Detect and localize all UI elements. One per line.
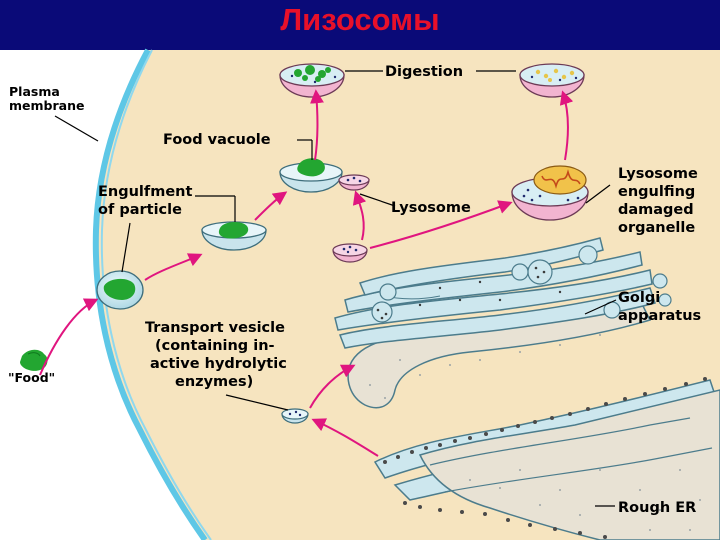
label-lysosome-engulfing: Lysosome engulfing damaged organelle xyxy=(618,166,698,236)
digestion-vacuole xyxy=(279,63,345,98)
svg-text:(containing in-: (containing in- xyxy=(155,338,275,354)
svg-text:engulfing: engulfing xyxy=(618,184,695,200)
svg-text:of particle: of particle xyxy=(98,202,182,218)
label-rough-er: Rough ER xyxy=(618,500,696,516)
lysosome xyxy=(332,243,368,263)
golgi-apparatus xyxy=(334,237,672,409)
label-food: "Food" xyxy=(8,370,55,385)
digestion-organelle-vacuole xyxy=(519,63,585,98)
svg-text:Plasma: Plasma xyxy=(9,84,60,99)
label-leaders xyxy=(54,70,617,507)
lysosome-small-fusing xyxy=(338,174,370,191)
label-golgi: Golgi apparatus xyxy=(618,290,701,324)
svg-text:Transport vesicle: Transport vesicle xyxy=(145,320,285,336)
food-particle xyxy=(20,349,48,371)
engulfment-vesicle xyxy=(96,270,144,310)
svg-text:Golgi: Golgi xyxy=(618,290,660,306)
svg-text:enzymes): enzymes) xyxy=(175,374,253,390)
label-transport-vesicle: Transport vesicle (containing in- active… xyxy=(145,320,287,390)
plasma-membrane xyxy=(92,48,208,540)
lysosome-engulfing-organelle xyxy=(511,165,589,221)
rough-er xyxy=(373,377,720,540)
svg-text:Lysosome: Lysosome xyxy=(618,166,698,182)
food-vacuole xyxy=(279,158,343,193)
pathway-arrows xyxy=(39,89,574,457)
label-plasma-membrane: Plasma membrane xyxy=(9,84,84,113)
label-engulfment: Engulfment of particle xyxy=(98,184,192,218)
svg-text:membrane: membrane xyxy=(9,98,84,113)
label-lysosome: Lysosome xyxy=(391,200,471,216)
label-digestion: Digestion xyxy=(385,64,463,80)
svg-text:damaged: damaged xyxy=(618,202,694,218)
page-title: Лизосомы xyxy=(280,2,440,37)
transport-vesicle xyxy=(281,408,309,424)
svg-text:active hydrolytic: active hydrolytic xyxy=(150,356,287,372)
svg-text:apparatus: apparatus xyxy=(618,308,701,324)
svg-text:organelle: organelle xyxy=(618,220,695,236)
title-bar xyxy=(0,0,720,50)
svg-text:Engulfment: Engulfment xyxy=(98,184,192,200)
engulfed-particle-vacuole xyxy=(201,221,267,251)
label-food-vacuole: Food vacuole xyxy=(163,132,271,148)
